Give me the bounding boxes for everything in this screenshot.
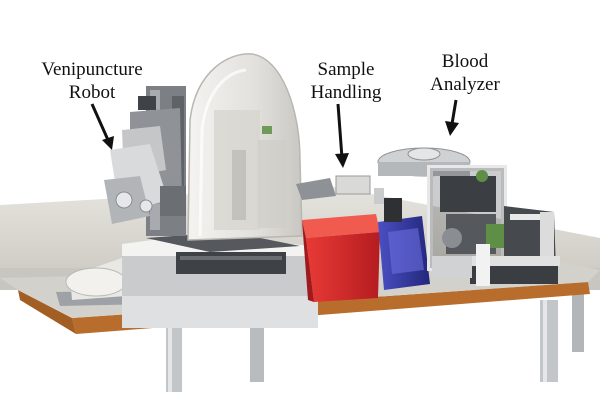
label-venipuncture-robot: Venipuncture Robot: [22, 58, 162, 104]
label-robot-line1: Venipuncture: [41, 59, 143, 80]
robot-arm: [104, 86, 186, 236]
arrows: [90, 99, 459, 168]
arrow-sample: [335, 103, 349, 168]
table-legs: [166, 292, 584, 392]
label-sample-line2: Handling: [310, 82, 382, 103]
label-sample-line1: Sample: [317, 59, 375, 80]
robot-dome: [187, 53, 303, 241]
arrow-robot: [90, 103, 114, 150]
label-sample-handling: Sample Handling: [296, 58, 396, 104]
robot-base: [56, 232, 318, 328]
blood-analyzer: [377, 147, 560, 286]
label-blood-line2: Analyzer: [430, 74, 500, 95]
sample-handling: [296, 175, 430, 302]
label-robot-line2: Robot: [68, 82, 116, 103]
arrow-blood: [445, 99, 459, 136]
label-blood-line1: Blood: [441, 51, 489, 72]
label-blood-analyzer: Blood Analyzer: [410, 50, 520, 96]
